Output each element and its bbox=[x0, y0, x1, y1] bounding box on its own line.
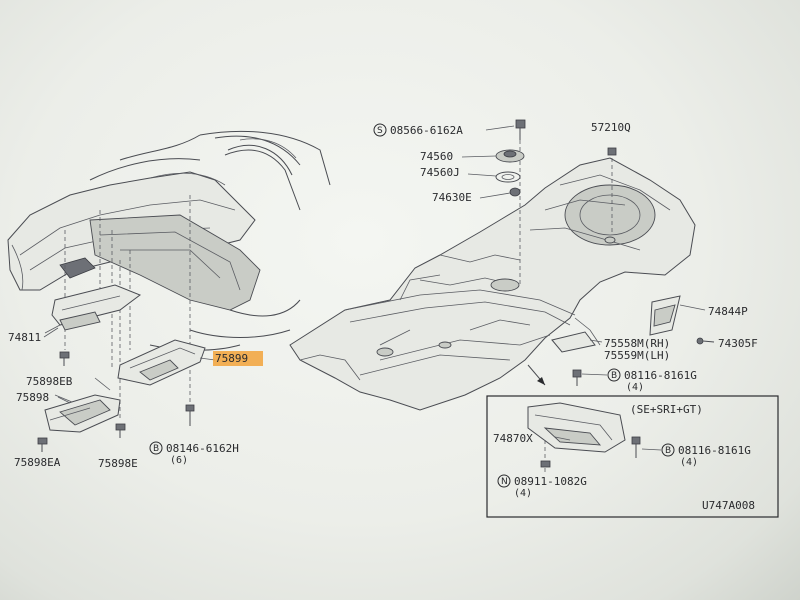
clip-icon bbox=[37, 437, 48, 452]
leader bbox=[43, 327, 59, 338]
fastener-qty: (4) bbox=[626, 382, 644, 393]
leader bbox=[461, 155, 497, 158]
fastener-prefix: B bbox=[611, 371, 617, 381]
fastener-qty: (4) bbox=[514, 488, 532, 499]
part-75558m-drawing bbox=[551, 331, 603, 386]
clip-icon bbox=[59, 351, 70, 366]
part-74844p-drawing bbox=[649, 295, 715, 345]
part-74560j-ring bbox=[495, 171, 521, 183]
leader bbox=[467, 173, 497, 177]
inset-condition: (SE+SRI+GT) bbox=[630, 403, 703, 416]
fastener-qty: (4) bbox=[680, 457, 698, 468]
label-75559m[interactable]: 75559M(LH) bbox=[604, 349, 670, 362]
part-75898-drawing bbox=[44, 377, 121, 433]
part-74630e-cap bbox=[509, 187, 521, 197]
badge-circle bbox=[661, 443, 675, 457]
fastener-f1[interactable]: S 08566-6162A bbox=[373, 123, 515, 137]
fastener-f3[interactable]: B 08116-8161G (4) bbox=[581, 368, 697, 393]
part-74811-drawing bbox=[44, 284, 142, 334]
bolt-icon bbox=[185, 404, 195, 426]
fastener-f2[interactable]: B 08146-6162H (6) bbox=[149, 441, 239, 466]
label-75898eb[interactable]: 75898EB bbox=[26, 375, 73, 388]
leader bbox=[479, 192, 511, 199]
label-75898e[interactable]: 75898E bbox=[98, 457, 138, 470]
left-fasteners bbox=[37, 351, 195, 452]
clip-icon bbox=[696, 337, 715, 345]
fastener-f4[interactable]: B 08116-8161G (4) bbox=[641, 443, 751, 468]
label-highlight bbox=[213, 351, 263, 366]
badge-circle bbox=[149, 441, 163, 455]
fastener-number: 08566-6162A bbox=[390, 124, 463, 137]
fastener-f5[interactable]: N 08911-1082G (4) bbox=[497, 474, 587, 499]
label-75898[interactable]: 75898 bbox=[16, 391, 49, 404]
front-bumper-assembly bbox=[7, 130, 331, 351]
label-74870x[interactable]: 74870X bbox=[493, 432, 533, 445]
badge-circle bbox=[497, 474, 511, 488]
part-75899-drawing bbox=[117, 339, 216, 386]
label-75558m[interactable]: 75558M(RH) bbox=[604, 337, 670, 350]
label-74305f[interactable]: 74305F bbox=[718, 337, 758, 350]
badge-circle bbox=[373, 123, 387, 137]
fastener-prefix: B bbox=[665, 446, 671, 456]
fastener-prefix: B bbox=[153, 444, 159, 454]
label-74560[interactable]: 74560 bbox=[420, 150, 453, 163]
clip-icon bbox=[607, 147, 617, 156]
label-74630e[interactable]: 74630E bbox=[432, 191, 472, 204]
fastener-prefix: N bbox=[501, 477, 508, 487]
floor-panel-assembly bbox=[289, 157, 696, 411]
bolt-icon bbox=[515, 119, 526, 140]
label-74560j[interactable]: 74560J bbox=[420, 166, 460, 179]
label-74844p[interactable]: 74844P bbox=[708, 305, 748, 318]
label-75898ea[interactable]: 75898EA bbox=[14, 456, 61, 469]
fastener-number: 08116-8161G bbox=[624, 369, 697, 382]
bolt-icon bbox=[631, 436, 641, 458]
center-small-parts bbox=[495, 119, 715, 386]
nut-icon bbox=[540, 460, 551, 468]
label-57210q[interactable]: 57210Q bbox=[591, 121, 631, 134]
leader bbox=[57, 396, 71, 404]
inset-arrow-icon bbox=[527, 364, 546, 386]
fastener-prefix: S bbox=[377, 126, 383, 136]
badge-circle bbox=[607, 368, 621, 382]
label-74811[interactable]: 74811 bbox=[8, 331, 41, 344]
fastener-number: 08146-6162H bbox=[166, 442, 239, 455]
label-75899[interactable]: 75899 bbox=[215, 352, 248, 365]
fastener-qty: (6) bbox=[170, 455, 188, 466]
bolt-icon bbox=[572, 369, 582, 386]
part-74560-seat bbox=[495, 149, 525, 163]
diagram-code: U747A008 bbox=[702, 499, 755, 512]
fastener-number: 08911-1082G bbox=[514, 475, 587, 488]
inset-box bbox=[486, 395, 779, 518]
fastener-number: 08116-8161G bbox=[678, 444, 751, 457]
clip-icon bbox=[115, 423, 126, 438]
